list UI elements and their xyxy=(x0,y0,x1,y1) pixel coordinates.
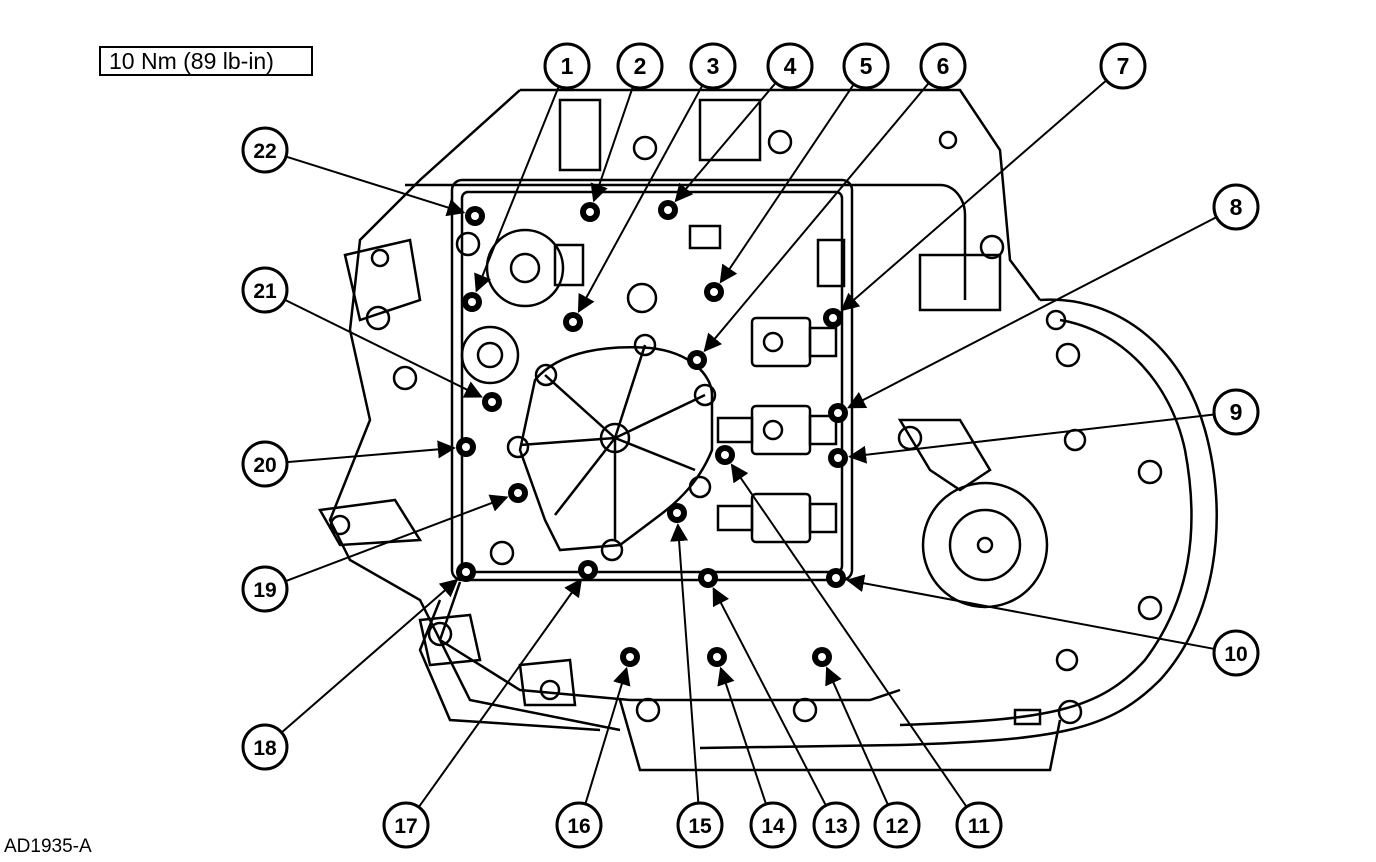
callout-number: 4 xyxy=(784,53,797,79)
callout-number: 3 xyxy=(707,53,720,79)
bolt-9 xyxy=(828,448,848,468)
callout-2: 2 xyxy=(616,42,664,90)
bolt-8 xyxy=(828,403,848,423)
callout-number: 5 xyxy=(860,53,873,79)
callout-19: 19 xyxy=(241,565,289,613)
callout-number: 1 xyxy=(561,53,574,79)
bolt-12 xyxy=(812,647,832,667)
callout-14: 14 xyxy=(749,801,797,849)
bolt-14 xyxy=(707,647,727,667)
leader-line-3 xyxy=(577,84,704,314)
callout-10: 10 xyxy=(1212,629,1260,677)
leader-line-18 xyxy=(280,578,459,734)
callout-12: 12 xyxy=(873,801,921,849)
callout-number: 7 xyxy=(1117,53,1130,79)
callout-6: 6 xyxy=(919,42,967,90)
callout-number: 14 xyxy=(761,815,785,838)
callout-22: 22 xyxy=(241,126,289,174)
callout-number: 9 xyxy=(1230,399,1243,425)
leader-line-9 xyxy=(848,413,1215,464)
leader-line-8 xyxy=(847,216,1217,409)
leader-line-14 xyxy=(717,666,767,805)
leader-line-17 xyxy=(417,578,583,808)
bolt-19 xyxy=(508,483,528,503)
transmission-housing xyxy=(317,88,1218,772)
callout-number: 15 xyxy=(688,815,712,838)
bolts xyxy=(456,200,848,667)
bolt-5 xyxy=(704,282,724,302)
bolt-13 xyxy=(698,568,718,588)
callout-number: 16 xyxy=(567,815,590,838)
bolt-15 xyxy=(667,503,687,523)
bolt-17 xyxy=(578,560,598,580)
leader-line-13 xyxy=(712,587,827,806)
callout-number: 6 xyxy=(937,53,950,79)
bolt-21 xyxy=(482,392,502,412)
callout-7: 7 xyxy=(1099,42,1147,90)
callout-15: 15 xyxy=(676,801,724,849)
callout-number: 12 xyxy=(885,815,908,838)
callout-number: 21 xyxy=(253,280,277,303)
callout-number: 22 xyxy=(253,140,276,163)
figure-id: AD1935-A xyxy=(4,836,92,857)
torque-spec-label: 10 Nm (89 lb-in) xyxy=(99,46,313,76)
leader-line-6 xyxy=(703,82,930,353)
callout-21: 21 xyxy=(241,266,289,314)
bolt-1 xyxy=(462,292,482,312)
callout-number: 2 xyxy=(634,53,647,79)
callout-8: 8 xyxy=(1212,183,1260,231)
bolt-7 xyxy=(823,308,843,328)
leader-line-1 xyxy=(474,86,560,293)
callout-16: 16 xyxy=(555,801,603,849)
leader-line-21 xyxy=(284,298,483,398)
callout-17: 17 xyxy=(382,801,430,849)
bolt-11 xyxy=(715,445,735,465)
leader-line-7 xyxy=(840,79,1108,312)
leader-line-5 xyxy=(719,83,855,284)
callout-number: 18 xyxy=(253,737,277,760)
bolt-6 xyxy=(687,350,707,370)
leader-line-2 xyxy=(590,86,634,203)
leader-line-20 xyxy=(286,440,456,464)
callout-number: 11 xyxy=(968,815,991,838)
bolt-20 xyxy=(456,437,476,457)
bolt-4 xyxy=(658,200,678,220)
bolt-18 xyxy=(456,562,476,582)
callout-number: 13 xyxy=(824,815,847,838)
callout-13: 13 xyxy=(812,801,860,849)
callout-4: 4 xyxy=(766,42,814,90)
leader-line-11 xyxy=(730,463,968,808)
leader-line-22 xyxy=(285,155,466,217)
leader-line-15 xyxy=(670,523,700,804)
bolt-10 xyxy=(826,568,846,588)
callout-5: 5 xyxy=(842,42,890,90)
leader-line-10 xyxy=(846,574,1215,650)
leader-line-16 xyxy=(584,666,631,805)
callout-number: 19 xyxy=(253,579,276,602)
callout-11: 11 xyxy=(955,801,1003,849)
bolt-3 xyxy=(563,312,583,332)
leader-lines xyxy=(280,79,1217,808)
callout-3: 3 xyxy=(689,42,737,90)
leader-line-19 xyxy=(285,494,509,583)
bolt-2 xyxy=(580,202,600,222)
leader-line-4 xyxy=(674,82,777,203)
callout-number: 17 xyxy=(394,815,417,838)
housing-bosses xyxy=(329,129,1163,725)
callout-20: 20 xyxy=(241,440,289,488)
callout-number: 10 xyxy=(1224,643,1247,666)
leader-line-12 xyxy=(825,666,889,806)
bolt-22 xyxy=(465,206,485,226)
callout-number: 8 xyxy=(1230,194,1243,220)
callout-9: 9 xyxy=(1212,388,1260,436)
callout-1: 1 xyxy=(543,42,591,90)
bolt-16 xyxy=(620,647,640,667)
callout-18: 18 xyxy=(241,723,289,771)
callout-number: 20 xyxy=(253,454,276,477)
